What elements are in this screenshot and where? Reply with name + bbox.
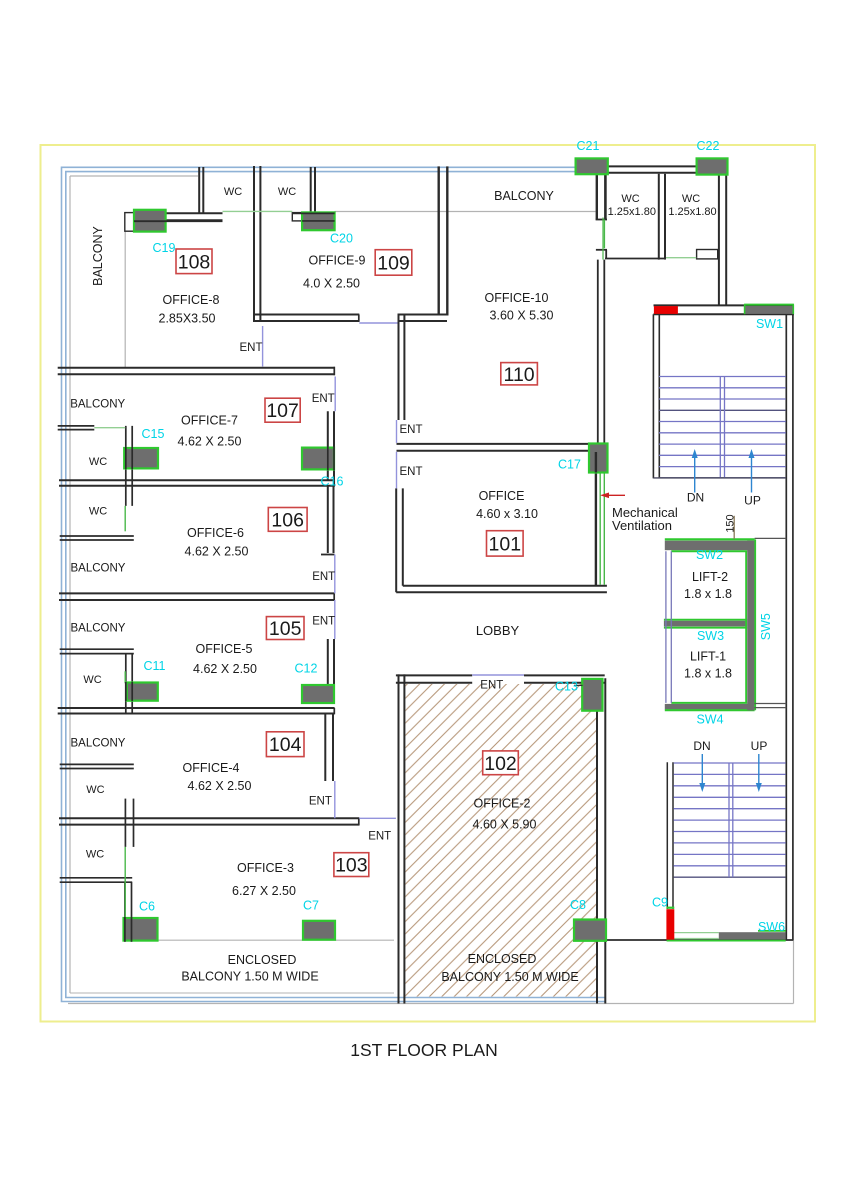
svg-text:C19: C19 — [153, 241, 176, 255]
svg-text:UP: UP — [744, 494, 761, 508]
svg-text:ENT: ENT — [309, 796, 332, 808]
svg-text:104: 104 — [269, 734, 302, 756]
svg-text:WC: WC — [682, 193, 700, 205]
svg-text:C15: C15 — [142, 427, 165, 441]
svg-text:109: 109 — [377, 252, 410, 274]
svg-text:OFFICE: OFFICE — [479, 489, 525, 503]
svg-text:C8: C8 — [570, 898, 586, 912]
svg-text:C16: C16 — [321, 475, 344, 489]
svg-text:C12: C12 — [295, 662, 318, 676]
svg-text:1.8 x 1.8: 1.8 x 1.8 — [684, 667, 732, 681]
svg-text:4.60 x 3.10: 4.60 x 3.10 — [476, 507, 538, 521]
svg-text:4.62 X 2.50: 4.62 X 2.50 — [185, 545, 249, 559]
svg-text:105: 105 — [269, 618, 302, 640]
svg-text:6.27 X 2.50: 6.27 X 2.50 — [232, 884, 296, 898]
svg-text:106: 106 — [271, 509, 304, 531]
svg-text:BALCONY: BALCONY — [494, 189, 554, 203]
svg-text:C17: C17 — [558, 458, 581, 472]
svg-text:ENT: ENT — [368, 831, 391, 843]
svg-text:107: 107 — [266, 400, 299, 422]
svg-text:WC: WC — [224, 186, 242, 198]
svg-text:WC: WC — [83, 674, 101, 686]
svg-text:WC: WC — [89, 506, 107, 518]
svg-text:3.60 X 5.30: 3.60 X 5.30 — [490, 309, 554, 323]
svg-text:OFFICE-5: OFFICE-5 — [196, 642, 253, 656]
svg-text:BALCONY: BALCONY — [91, 225, 105, 285]
svg-text:OFFICE-8: OFFICE-8 — [163, 293, 220, 307]
svg-text:ENT: ENT — [480, 679, 503, 691]
svg-text:C20: C20 — [330, 232, 353, 246]
svg-text:4.60 X 5.90: 4.60 X 5.90 — [473, 818, 537, 832]
svg-text:C6: C6 — [139, 900, 155, 914]
svg-text:LOBBY: LOBBY — [476, 623, 520, 638]
svg-text:1ST FLOOR PLAN: 1ST FLOOR PLAN — [350, 1040, 498, 1060]
svg-text:C7: C7 — [303, 899, 319, 913]
svg-text:BALCONY: BALCONY — [71, 563, 126, 575]
svg-text:2.85X3.50: 2.85X3.50 — [159, 311, 216, 325]
svg-text:WC: WC — [621, 193, 639, 205]
svg-text:110: 110 — [504, 364, 535, 386]
svg-text:WC: WC — [86, 784, 104, 796]
svg-text:ENT: ENT — [400, 424, 423, 436]
svg-text:SW1: SW1 — [756, 317, 783, 331]
svg-text:ENT: ENT — [240, 342, 263, 354]
svg-text:BALCONY 1.50 M WIDE: BALCONY 1.50 M WIDE — [441, 970, 578, 984]
svg-text:LIFT-2: LIFT-2 — [692, 570, 728, 584]
svg-text:Mechanical: Mechanical — [612, 505, 678, 520]
svg-text:OFFICE-9: OFFICE-9 — [309, 254, 366, 268]
svg-text:OFFICE-2: OFFICE-2 — [474, 797, 531, 811]
svg-text:LIFT-1: LIFT-1 — [690, 650, 726, 664]
svg-text:WC: WC — [86, 849, 104, 861]
svg-text:ENCLOSED: ENCLOSED — [228, 953, 297, 967]
svg-text:1.25x1.80: 1.25x1.80 — [668, 206, 716, 218]
svg-text:BALCONY 1.50 M WIDE: BALCONY 1.50 M WIDE — [181, 970, 318, 984]
svg-text:4.62 X 2.50: 4.62 X 2.50 — [193, 662, 257, 676]
svg-text:DN: DN — [687, 491, 704, 505]
svg-text:ENT: ENT — [312, 393, 335, 405]
svg-text:SW3: SW3 — [697, 629, 724, 643]
svg-text:4.62 X 2.50: 4.62 X 2.50 — [178, 435, 242, 449]
svg-text:OFFICE-3: OFFICE-3 — [237, 861, 294, 875]
svg-text:4.62 X 2.50: 4.62 X 2.50 — [188, 779, 252, 793]
svg-text:ENT: ENT — [312, 571, 335, 583]
svg-text:SW2: SW2 — [696, 548, 723, 562]
svg-text:DN: DN — [693, 739, 710, 753]
svg-text:ENCLOSED: ENCLOSED — [468, 952, 537, 966]
svg-text:102: 102 — [484, 753, 517, 775]
svg-text:SW4: SW4 — [696, 713, 723, 727]
svg-text:C13: C13 — [555, 680, 578, 694]
svg-text:ENT: ENT — [312, 616, 335, 628]
svg-text:UP: UP — [751, 739, 768, 753]
svg-text:BALCONY: BALCONY — [71, 623, 126, 635]
svg-text:101: 101 — [489, 533, 522, 555]
svg-text:108: 108 — [178, 251, 211, 273]
svg-text:C21: C21 — [577, 139, 600, 153]
svg-text:OFFICE-10: OFFICE-10 — [485, 291, 549, 305]
svg-text:1.25x1.80: 1.25x1.80 — [608, 206, 656, 218]
svg-text:OFFICE-6: OFFICE-6 — [187, 526, 244, 540]
svg-text:150: 150 — [724, 514, 736, 532]
svg-text:WC: WC — [278, 186, 296, 198]
svg-text:BALCONY: BALCONY — [71, 738, 126, 750]
svg-text:C11: C11 — [143, 659, 165, 673]
svg-text:ENT: ENT — [400, 466, 423, 478]
svg-text:C22: C22 — [697, 139, 720, 153]
svg-text:103: 103 — [335, 855, 368, 877]
svg-text:C9: C9 — [652, 896, 668, 910]
svg-text:4.0 X 2.50: 4.0 X 2.50 — [303, 277, 360, 291]
svg-text:BALCONY: BALCONY — [70, 399, 125, 411]
svg-text:OFFICE-4: OFFICE-4 — [183, 761, 240, 775]
svg-text:OFFICE-7: OFFICE-7 — [181, 414, 238, 428]
svg-text:1.8 x 1.8: 1.8 x 1.8 — [684, 587, 732, 601]
svg-text:Ventilation: Ventilation — [612, 518, 672, 533]
svg-text:SW6: SW6 — [758, 920, 785, 934]
svg-text:WC: WC — [89, 456, 107, 468]
svg-text:SW5: SW5 — [759, 613, 773, 640]
